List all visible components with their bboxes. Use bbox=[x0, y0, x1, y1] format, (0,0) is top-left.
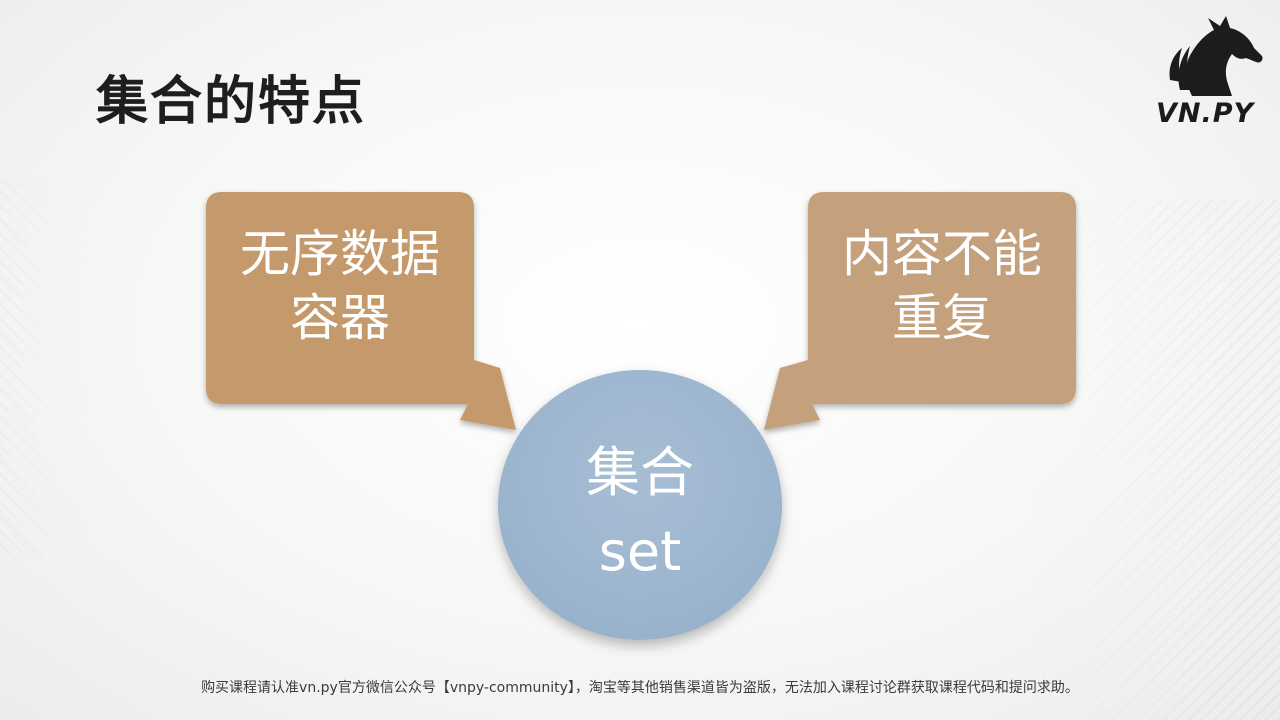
left-callout-shape bbox=[206, 192, 516, 430]
callout-left-line2: 容器 bbox=[290, 289, 390, 347]
callout-no-duplicates: 内容不能 重复 bbox=[808, 222, 1076, 350]
set-circle-subtitle: set bbox=[598, 520, 682, 583]
set-circle-title: 集合 bbox=[586, 441, 694, 504]
right-callout-shape bbox=[764, 192, 1076, 430]
footer-notice: 购买课程请认准vn.py官方微信公众号【vnpy-community】，淘宝等其… bbox=[201, 680, 1079, 696]
callout-right-line2: 重复 bbox=[892, 289, 992, 347]
callout-right-line1: 内容不能 bbox=[842, 225, 1042, 283]
callout-unordered-container: 无序数据 容器 bbox=[206, 222, 474, 350]
callout-left-line1: 无序数据 bbox=[240, 225, 440, 283]
horse-head-icon bbox=[1169, 16, 1263, 96]
vnpy-logo: VN.PY bbox=[1140, 10, 1270, 140]
page-title: 集合的特点 bbox=[96, 72, 367, 132]
set-circle: 集合 set bbox=[498, 370, 782, 640]
background-texture-left bbox=[0, 180, 90, 560]
logo-text: VN.PY bbox=[1155, 98, 1255, 129]
